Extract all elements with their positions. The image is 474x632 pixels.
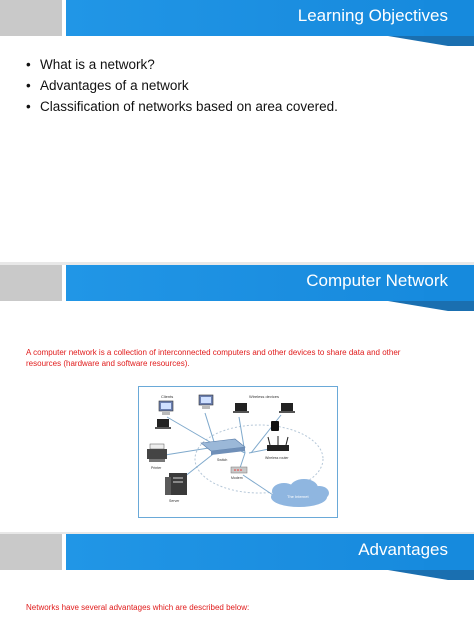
objectives-list: • What is a network? • Advantages of a net… bbox=[26, 54, 338, 117]
switch-icon bbox=[200, 438, 246, 455]
list-item: • Classification of networks based on are… bbox=[26, 96, 338, 117]
laptop-icon bbox=[279, 403, 295, 413]
desktop-computer-icon bbox=[198, 394, 214, 409]
label-internet: The Internet bbox=[287, 494, 309, 499]
header-blue-tail bbox=[424, 265, 474, 301]
header-gray-block bbox=[0, 0, 62, 36]
label-server: Server bbox=[169, 499, 180, 503]
header-accent-block bbox=[448, 36, 474, 46]
header-blue-bar bbox=[66, 534, 449, 570]
bullet-dot: • bbox=[26, 99, 31, 114]
slide-title: Advantages bbox=[358, 540, 448, 559]
bullet-dot: • bbox=[26, 78, 31, 93]
slide-advantages: Advantages Networks have several advanta… bbox=[0, 534, 474, 632]
list-item-text: Classification of networks based on area… bbox=[40, 99, 338, 114]
desktop-computer-icon bbox=[158, 400, 174, 415]
slide-separator bbox=[0, 262, 474, 265]
slide-header: Advantages bbox=[0, 534, 474, 580]
slide-title: Learning Objectives bbox=[297, 6, 448, 25]
advantages-intro: Networks have several advantages which a… bbox=[26, 603, 250, 612]
header-accent-wedge bbox=[388, 36, 448, 46]
label-switch: Switch bbox=[217, 458, 227, 462]
slide-computer-network: Computer Network A computer network is a… bbox=[0, 265, 474, 533]
slide-header: Learning Objectives bbox=[0, 0, 474, 46]
modem-icon bbox=[230, 466, 248, 474]
server-icon bbox=[165, 473, 187, 495]
slide-learning-objectives: Learning Objectives • What is a network? … bbox=[0, 0, 474, 262]
label-wireless-devices: Wireless devices bbox=[249, 394, 279, 399]
header-accent-wedge bbox=[388, 570, 448, 580]
header-blue-tail bbox=[424, 0, 474, 36]
slide-header: Computer Network bbox=[0, 265, 474, 311]
definition-line-2: resources (hardware and software resourc… bbox=[26, 359, 190, 368]
header-blue-bar bbox=[66, 0, 449, 36]
label-wireless-router: Wireless router bbox=[265, 456, 289, 460]
laptop-icon bbox=[155, 419, 171, 429]
header-gray-block bbox=[0, 265, 62, 301]
label-clients: Clients bbox=[161, 394, 173, 399]
network-diagram-svg: Clients Wireless devices bbox=[147, 394, 329, 507]
wireless-zone-outline bbox=[194, 424, 324, 494]
slide-title: Computer Network bbox=[306, 271, 448, 290]
slide-separator bbox=[0, 532, 474, 535]
list-item: • What is a network? bbox=[26, 54, 338, 75]
network-diagram: Clients Wireless devices bbox=[138, 386, 338, 518]
laptop-icon bbox=[233, 403, 249, 413]
header-accent-block bbox=[448, 301, 474, 311]
header-blue-tail bbox=[424, 534, 474, 570]
bullet-dot: • bbox=[26, 57, 31, 72]
list-item-text: What is a network? bbox=[40, 57, 155, 72]
list-item-text: Advantages of a network bbox=[40, 78, 189, 93]
header-blue-bar bbox=[66, 265, 449, 301]
header-accent-wedge bbox=[388, 301, 448, 311]
definition-line-1: A computer network is a collection of in… bbox=[26, 348, 401, 357]
label-printer: Printer bbox=[151, 466, 162, 470]
header-gray-block bbox=[0, 534, 62, 570]
header-accent-block bbox=[448, 570, 474, 580]
cloud-icon bbox=[271, 479, 329, 507]
list-item: • Advantages of a network bbox=[26, 75, 338, 96]
definition-paragraph: A computer network is a collection of in… bbox=[26, 347, 400, 369]
router-icon bbox=[267, 436, 289, 451]
printer-icon bbox=[147, 443, 167, 462]
tablet-icon bbox=[271, 421, 279, 431]
label-modem: Modem bbox=[231, 476, 243, 480]
